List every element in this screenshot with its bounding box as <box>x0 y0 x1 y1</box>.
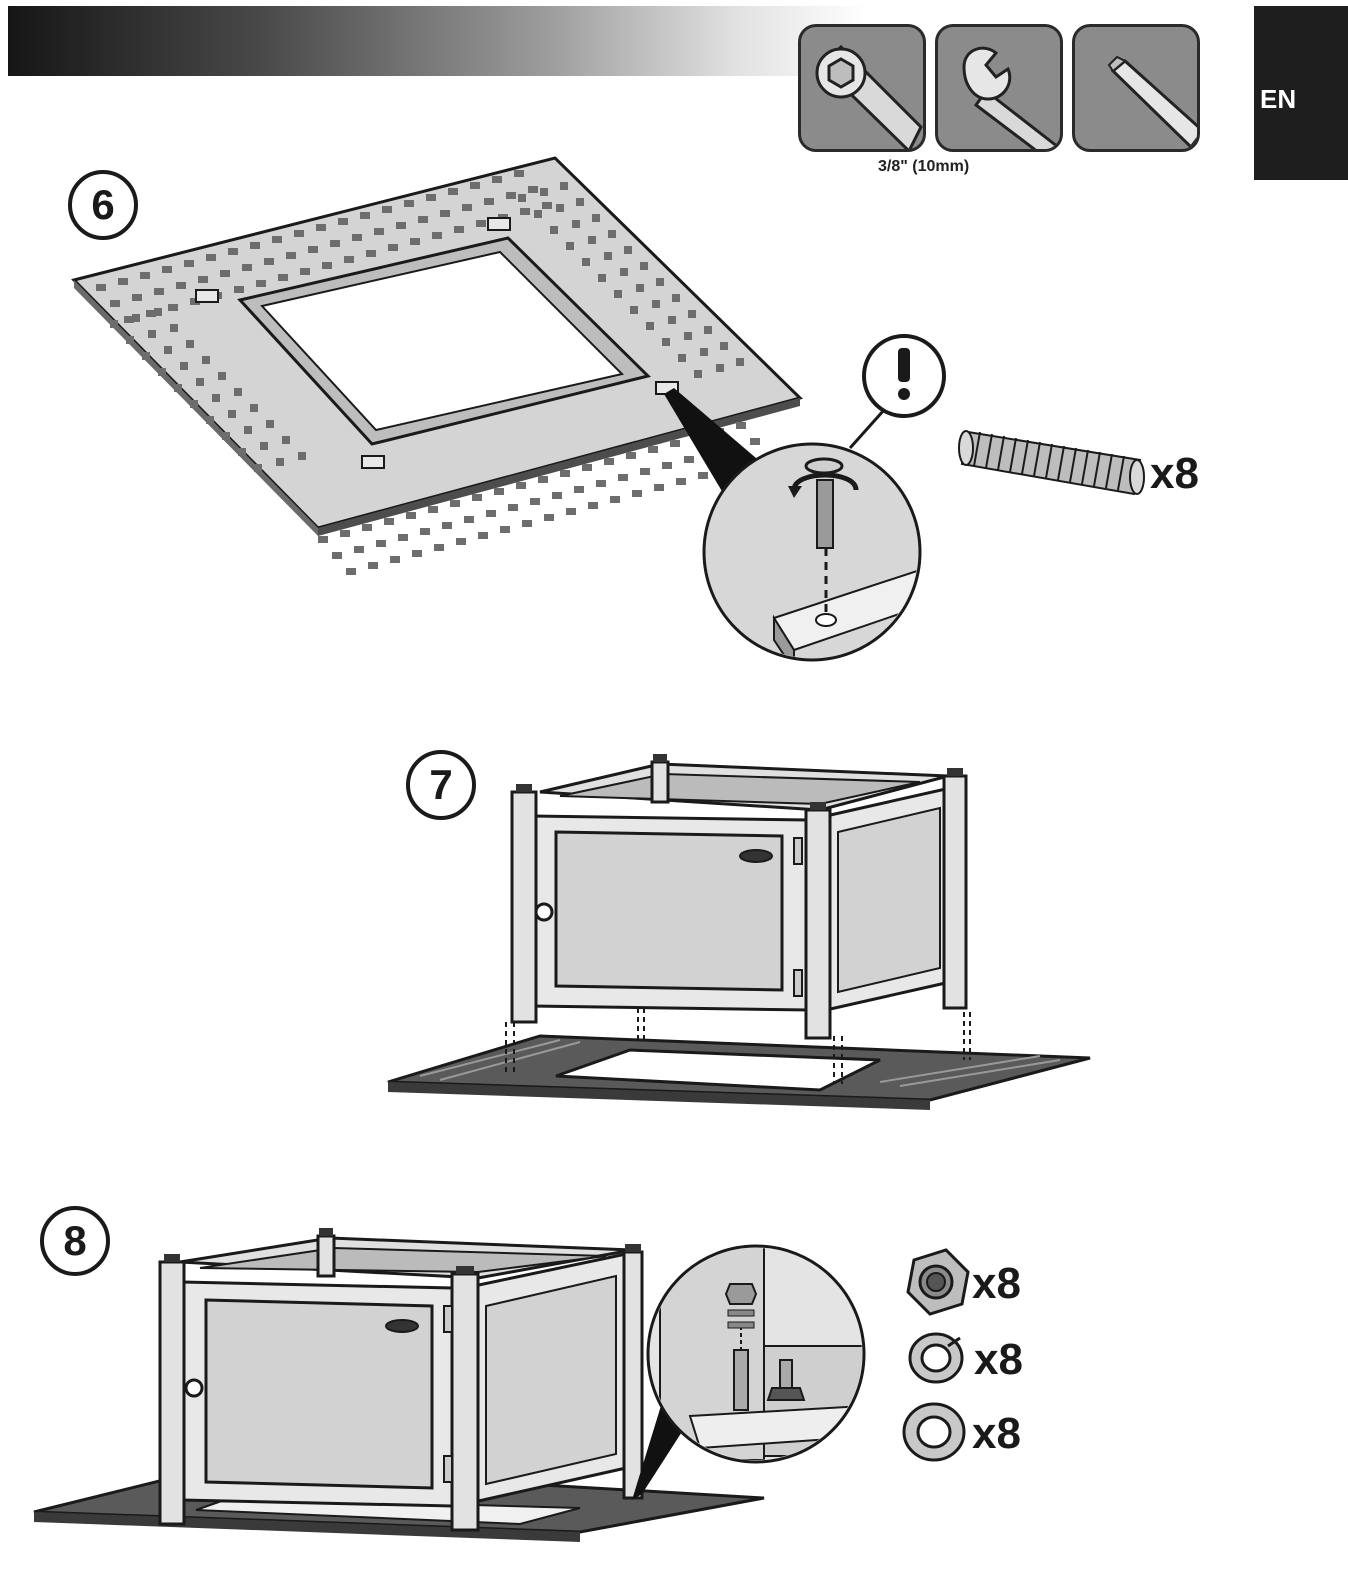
door-knob <box>534 902 554 922</box>
tool-size-caption: 3/8" (10mm) <box>878 158 970 175</box>
step-number: 7 <box>406 750 476 820</box>
header-gradient-bar <box>8 6 868 76</box>
cabinet-legs <box>158 1234 644 1532</box>
center-opening <box>555 1048 881 1092</box>
step-number-text: 7 <box>429 761 453 808</box>
screwdriver-icon <box>1072 24 1200 152</box>
latch <box>385 1319 419 1333</box>
open-end-wrench-icon <box>935 24 1063 152</box>
hex-nut-icon <box>906 1248 970 1316</box>
cabinet-door <box>204 1298 434 1490</box>
language-tab: EN <box>1254 6 1348 180</box>
cabinet-door <box>554 830 784 992</box>
step-number: 8 <box>40 1206 110 1276</box>
threaded-stud-icon <box>958 430 1145 496</box>
zoom-detail-circle <box>702 442 922 662</box>
lock-washer-quantity: x8 <box>974 1335 1023 1384</box>
step-number-text: 6 <box>91 181 115 228</box>
flat-washer-icon <box>902 1402 966 1462</box>
socket-wrench-icon <box>798 24 926 152</box>
language-tab-label: EN <box>1260 84 1297 114</box>
step-number: 6 <box>68 170 138 240</box>
stud-quantity: x8 <box>1150 449 1199 498</box>
cabinet-legs <box>510 760 968 1040</box>
latch <box>739 849 773 863</box>
perforation-pattern <box>96 170 774 575</box>
center-opening <box>260 250 624 432</box>
hex-nut-quantity: x8 <box>972 1259 1021 1308</box>
door-knob <box>184 1378 204 1398</box>
step-7-illustration <box>387 754 1091 1110</box>
flat-washer-quantity: x8 <box>972 1409 1021 1458</box>
lock-washer-icon <box>908 1332 964 1384</box>
attention-exclamation-icon <box>862 334 946 418</box>
mounting-brackets <box>195 217 679 469</box>
zoom-detail-circle <box>646 1244 866 1464</box>
step-6-illustration <box>71 156 1145 662</box>
step-number-text: 8 <box>63 1217 87 1264</box>
step-8-illustration <box>33 1228 970 1542</box>
